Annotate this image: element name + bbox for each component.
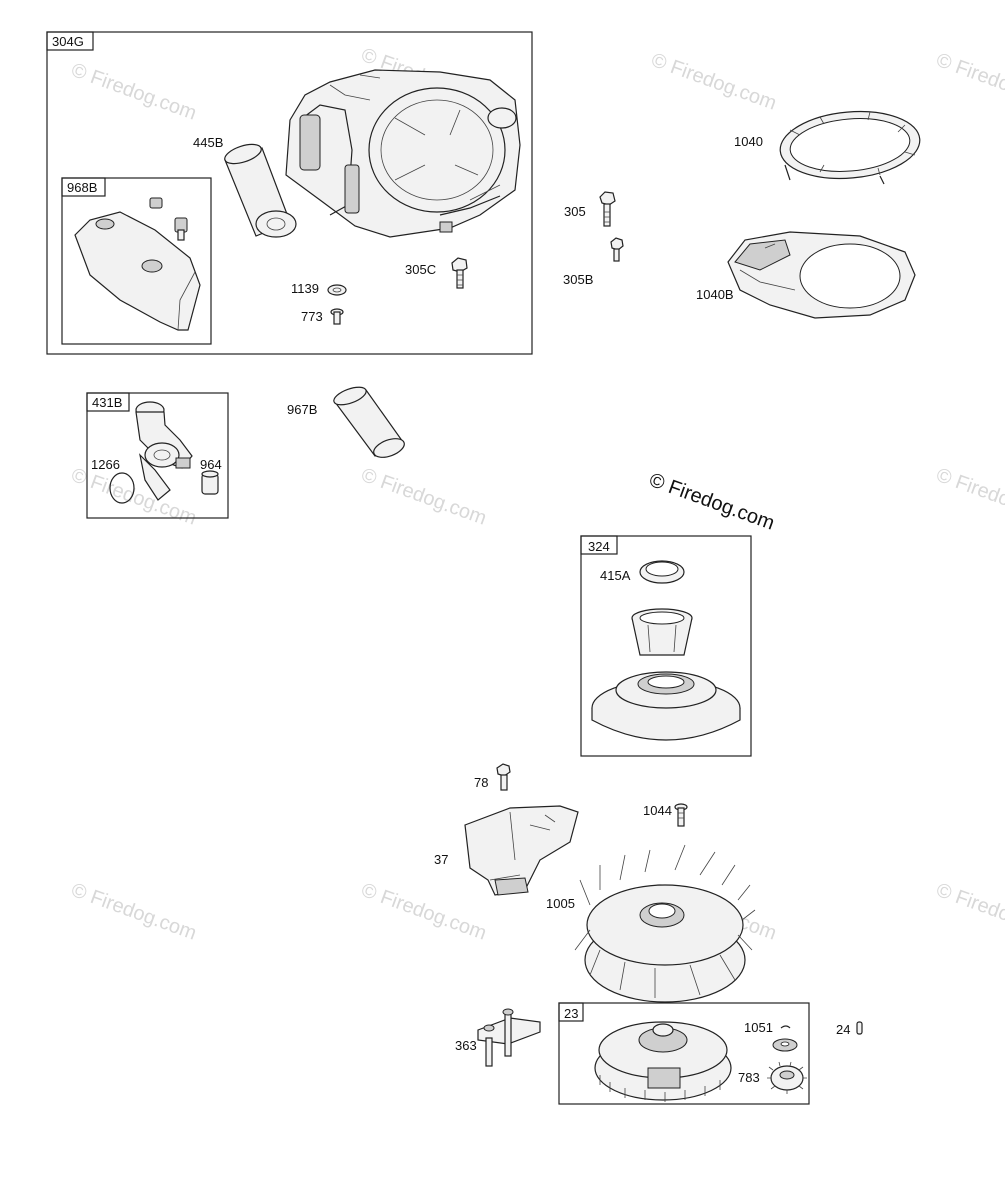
- part-363-drawing: [477, 1008, 541, 1067]
- part-1044-drawing: [674, 803, 688, 827]
- group-324-tag-box: [580, 535, 618, 555]
- part-1139-hole: [332, 287, 342, 293]
- part-1051-washer-drawing: [772, 1038, 798, 1052]
- part-label-773: 773: [301, 309, 323, 324]
- part-1040B-drawing: [727, 231, 916, 319]
- watermark-text: © Firedog.com: [68, 879, 199, 945]
- part-445B-drawing: [224, 143, 297, 238]
- part-1266-oring: [109, 472, 135, 504]
- part-label-305: 305: [564, 204, 586, 219]
- part-431B-elbow-drawing: [135, 401, 193, 501]
- part-label-1139: 1139: [291, 281, 319, 296]
- part-label-1040B: 1040B: [696, 287, 734, 302]
- group-968B-tag: 968B: [67, 180, 97, 195]
- group-23: 23 1051 783: [558, 1002, 810, 1105]
- part-label-1266: 1266: [91, 457, 120, 472]
- part-773-drawing: [330, 308, 344, 325]
- group-431B-tag: 431B: [92, 395, 122, 410]
- watermark-text: © Firedog.com: [358, 464, 489, 530]
- group-431B-frame: [86, 392, 229, 519]
- part-label-1051: 1051: [744, 1020, 773, 1035]
- part-label-37: 37: [434, 852, 448, 867]
- watermark-text: © Firedog.com: [68, 464, 199, 530]
- part-label-1005: 1005: [546, 896, 575, 911]
- part-324-pulley-drawing: [591, 671, 741, 741]
- group-304G-frame: [46, 31, 533, 355]
- part-1051-drawing: [780, 1025, 791, 1029]
- main-watermark: © Firedog.com: [646, 469, 777, 535]
- group-304G: 304G 445B 1139: [46, 31, 533, 355]
- part-23-flywheel-drawing: [594, 1021, 732, 1102]
- part-324-cup-drawing: [631, 608, 693, 656]
- group-23-frame: [558, 1002, 810, 1105]
- part-305B-drawing: [610, 237, 624, 262]
- group-968B: 968B: [61, 177, 212, 345]
- group-968B-frame: [61, 177, 212, 345]
- group-324: 324 415A: [580, 535, 752, 757]
- part-783-gear-drawing: [767, 1061, 807, 1094]
- watermark-text: © Firedog.com: [358, 879, 489, 945]
- part-label-967B: 967B: [287, 402, 317, 417]
- part-label-24: 24: [836, 1022, 850, 1037]
- part-968B-cover-drawing: [74, 197, 201, 331]
- part-label-363: 363: [455, 1038, 477, 1053]
- watermark-text: © Firedog.com: [648, 49, 779, 115]
- group-324-tag: 324: [588, 539, 610, 554]
- part-1005-drawing: [574, 844, 756, 1003]
- group-431B-tag-box: [86, 392, 130, 412]
- group-304G-tag: 304G: [52, 34, 84, 49]
- group-324-frame: [580, 535, 752, 757]
- watermark-text: © Firedog.com: [933, 49, 1005, 115]
- part-label-305B: 305B: [563, 272, 593, 287]
- group-23-tag: 23: [564, 1006, 578, 1021]
- watermark-text: © Firedog.com: [68, 59, 199, 125]
- blower-housing-drawing: [285, 69, 521, 238]
- part-964-drawing: [201, 470, 219, 495]
- watermark-text: © Firedog.com: [933, 879, 1005, 945]
- part-305C-drawing: [451, 257, 468, 289]
- part-label-305C: 305C: [405, 262, 436, 277]
- part-label-445B: 445B: [193, 135, 223, 150]
- part-305-drawing: [599, 191, 616, 227]
- part-37-drawing: [464, 805, 579, 896]
- part-label-78: 78: [474, 775, 488, 790]
- part-label-415A: 415A: [600, 568, 631, 583]
- part-1139-drawing: [327, 284, 347, 296]
- part-24-drawing: [856, 1021, 863, 1035]
- part-label-964: 964: [200, 457, 222, 472]
- part-1040-drawing: [779, 110, 921, 185]
- part-78-drawing: [496, 763, 511, 791]
- watermark-text: © Firedog.com: [933, 464, 1005, 530]
- group-968B-tag-box: [61, 177, 106, 197]
- part-967B-drawing: [333, 386, 405, 458]
- part-label-1040: 1040: [734, 134, 763, 149]
- part-label-1044: 1044: [643, 803, 672, 818]
- part-415A-drawing: [639, 560, 685, 584]
- group-23-tag-box: [558, 1002, 584, 1022]
- part-label-783: 783: [738, 1070, 760, 1085]
- group-431B: 431B 1266 964: [86, 392, 229, 519]
- group-304G-tag-box: [46, 31, 94, 51]
